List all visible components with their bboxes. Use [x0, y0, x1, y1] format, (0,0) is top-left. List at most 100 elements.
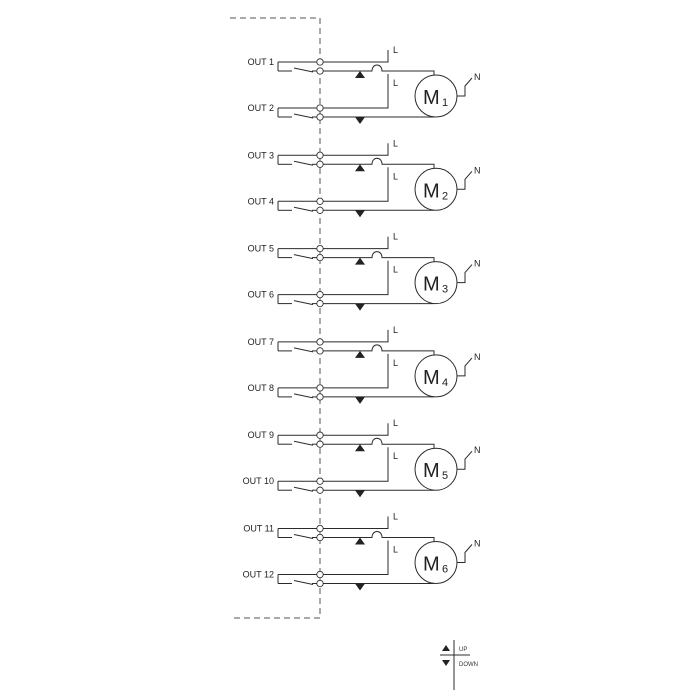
down-relay-contact	[293, 113, 314, 119]
down-arrow-icon	[355, 117, 365, 124]
terminal	[316, 244, 324, 253]
line-label-up: L	[393, 418, 398, 428]
terminal	[316, 151, 324, 159]
neutral-label: N	[474, 352, 481, 362]
supply-down-wire	[323, 447, 389, 482]
up-arrow-icon	[355, 537, 365, 545]
supply-up-wire	[323, 329, 389, 343]
motor-letter: M	[423, 180, 440, 202]
down-arrow-icon	[355, 490, 365, 498]
legend-up-label: UP	[459, 647, 467, 653]
line-label-down: L	[393, 171, 398, 181]
supply-up-wire	[323, 423, 389, 436]
supply-up-wire	[323, 236, 389, 250]
terminal	[316, 393, 324, 401]
motor-index: 4	[442, 377, 448, 389]
neutral-wire	[457, 264, 473, 284]
terminal	[316, 384, 324, 392]
up-arrow-icon	[355, 257, 365, 265]
neutral-label: N	[474, 165, 481, 175]
neutral-label: N	[474, 445, 481, 455]
output-label-down: OUT 12	[243, 570, 274, 580]
up-relay-contact	[293, 534, 314, 539]
motor-letter: M	[423, 554, 440, 576]
up-relay-contact	[293, 160, 314, 166]
terminal	[316, 197, 324, 205]
terminal	[316, 113, 324, 121]
output-label-up: OUT 7	[248, 337, 274, 347]
terminal	[316, 440, 324, 448]
up-motor-wire	[323, 251, 435, 262]
terminal	[316, 347, 324, 355]
output-label-down: OUT 6	[248, 290, 274, 300]
down-arrow-icon	[355, 303, 365, 311]
terminal	[316, 570, 324, 579]
motor-letter: M	[423, 460, 440, 482]
terminal	[316, 524, 324, 533]
up-motor-wire	[323, 531, 435, 542]
module-boundary	[230, 17, 321, 619]
output-label-up: OUT 5	[248, 244, 274, 254]
terminal	[316, 160, 324, 168]
down-arrow-icon	[355, 583, 365, 591]
supply-up-wire	[323, 516, 389, 529]
terminal	[316, 253, 324, 262]
line-label-down: L	[393, 78, 398, 88]
neutral-label: N	[474, 72, 481, 82]
up-relay-contact	[293, 254, 314, 260]
supply-down-wire	[323, 260, 389, 296]
supply-down-wire	[323, 353, 389, 389]
up-relay-contact	[293, 440, 314, 446]
output-label-up: OUT 9	[248, 430, 274, 440]
neutral-wire	[457, 544, 473, 563]
line-label-up: L	[393, 232, 398, 242]
up-relay-contact	[293, 347, 314, 353]
up-motor-wire	[323, 344, 435, 355]
legend-down-arrow-icon	[442, 660, 450, 666]
down-relay-contact	[293, 580, 314, 585]
line-label-up: L	[393, 512, 398, 522]
supply-up-wire	[323, 50, 389, 63]
terminal	[316, 533, 324, 542]
terminal	[316, 486, 324, 494]
terminal	[316, 299, 324, 308]
motor-letter: M	[423, 367, 440, 389]
up-relay-contact	[293, 67, 314, 73]
neutral-wire	[457, 170, 473, 190]
neutral-wire	[457, 450, 473, 470]
motor-letter: M	[423, 87, 440, 109]
up-arrow-icon	[355, 71, 365, 78]
down-relay-contact	[293, 486, 314, 492]
down-arrow-icon	[355, 210, 365, 218]
motor-index: 6	[442, 564, 448, 576]
motor-index: 5	[442, 470, 448, 482]
up-motor-wire	[323, 157, 435, 169]
supply-down-wire	[323, 540, 389, 575]
output-label-down: OUT 4	[248, 196, 274, 206]
up-motor-wire	[323, 437, 435, 449]
output-label-up: OUT 3	[248, 150, 274, 160]
down-relay-contact	[293, 393, 314, 399]
motor-index: 3	[442, 284, 448, 296]
terminal	[316, 67, 324, 75]
terminal	[316, 104, 324, 112]
legend-up-arrow-icon	[442, 645, 450, 651]
supply-up-wire	[323, 143, 389, 156]
terminal	[316, 58, 324, 66]
output-label-down: OUT 8	[248, 383, 274, 393]
up-arrow-icon	[355, 164, 365, 172]
up-arrow-icon	[355, 444, 365, 452]
down-arrow-icon	[355, 396, 365, 404]
line-label-up: L	[393, 45, 398, 55]
supply-down-wire	[323, 167, 389, 202]
output-label-down: OUT 10	[243, 476, 274, 486]
output-label-down: OUT 2	[248, 103, 274, 113]
